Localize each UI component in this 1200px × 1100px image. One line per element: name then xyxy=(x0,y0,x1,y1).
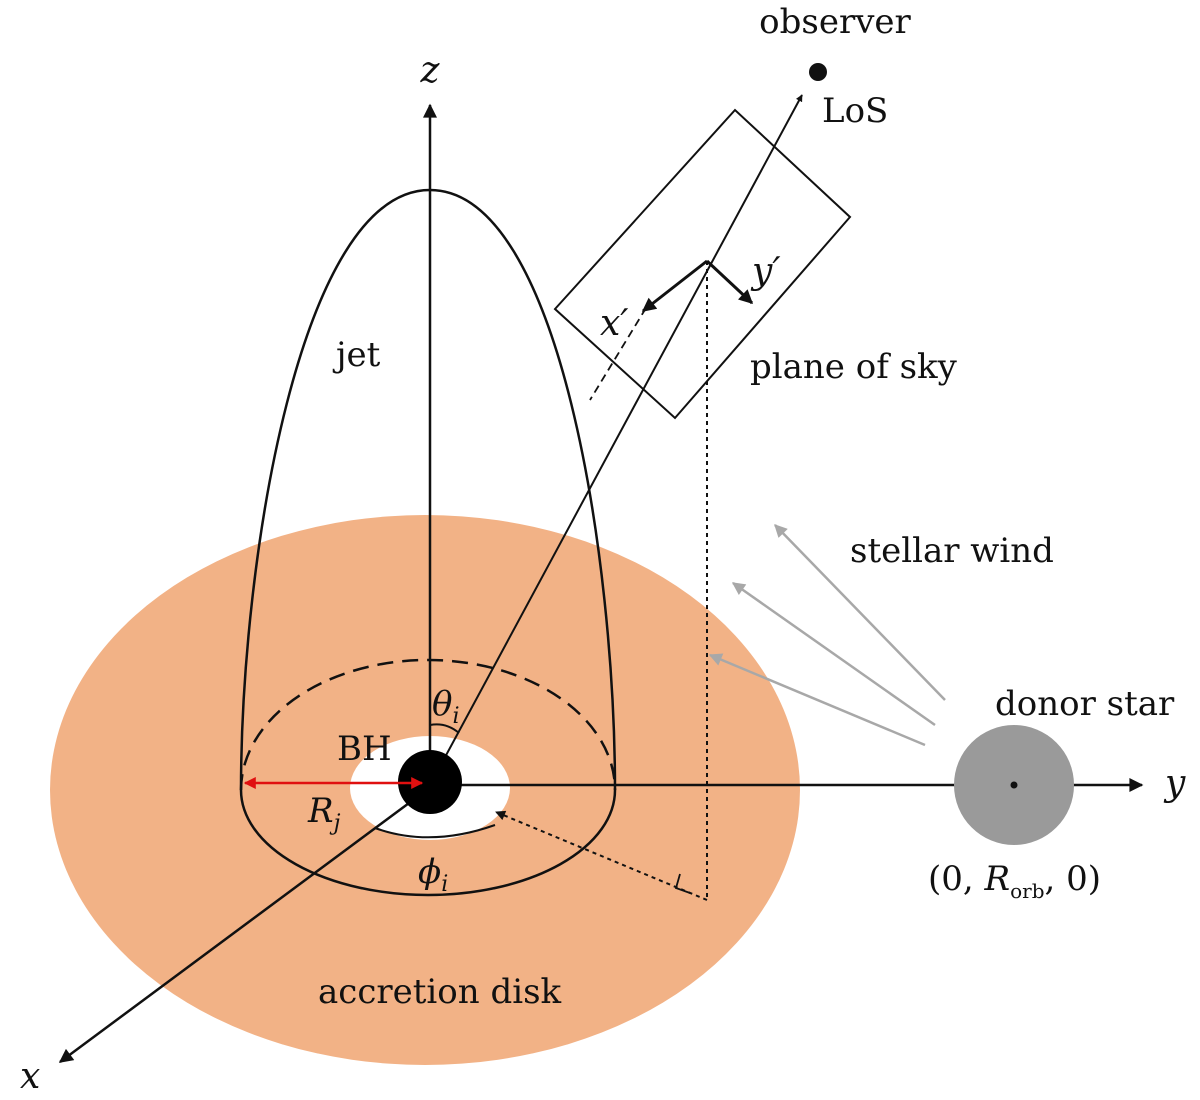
right-angle-marker xyxy=(674,873,691,894)
plane-of-sky-rect xyxy=(553,108,852,420)
black-hole xyxy=(398,750,462,814)
jet-base-front xyxy=(239,789,617,897)
x-prime-axis xyxy=(641,259,708,313)
stellar-wind-arrow xyxy=(774,524,946,701)
bh-label: BH xyxy=(337,729,392,769)
phi-arc xyxy=(374,824,496,839)
projection-dashed xyxy=(589,307,647,401)
observer-dot xyxy=(809,63,827,81)
y-axis-label: y xyxy=(1163,763,1186,804)
rj-label: Rj xyxy=(307,791,341,836)
stellar-wind-arrow xyxy=(708,653,926,747)
jet-base-back xyxy=(239,658,617,791)
los-label: LoS xyxy=(822,91,888,131)
y-prime-axis xyxy=(705,259,754,305)
x-axis xyxy=(58,784,433,1064)
jet-label: jet xyxy=(332,335,381,375)
stellar-wind-arrow xyxy=(731,581,936,727)
donor-star-label: donor star xyxy=(995,684,1175,724)
x-axis-label: x xyxy=(20,1056,40,1097)
y-prime-label: y′ xyxy=(750,251,781,292)
donor-star-center xyxy=(1010,781,1018,789)
phi-label: ϕi xyxy=(418,852,448,897)
theta-arc xyxy=(429,723,460,734)
azimuth-projection xyxy=(495,810,708,901)
observer-label: observer xyxy=(759,2,911,42)
donor-position-label: (0, Rorb, 0) xyxy=(928,859,1101,903)
x-prime-label: x′ xyxy=(600,303,628,344)
accretion-disk-label: accretion disk xyxy=(318,972,562,1012)
plane-of-sky-label: plane of sky xyxy=(750,347,958,387)
z-axis-label: z xyxy=(420,50,441,91)
theta-label: θi xyxy=(432,684,460,729)
stellar-wind-label: stellar wind xyxy=(850,531,1054,571)
line-of-sight xyxy=(429,94,803,786)
